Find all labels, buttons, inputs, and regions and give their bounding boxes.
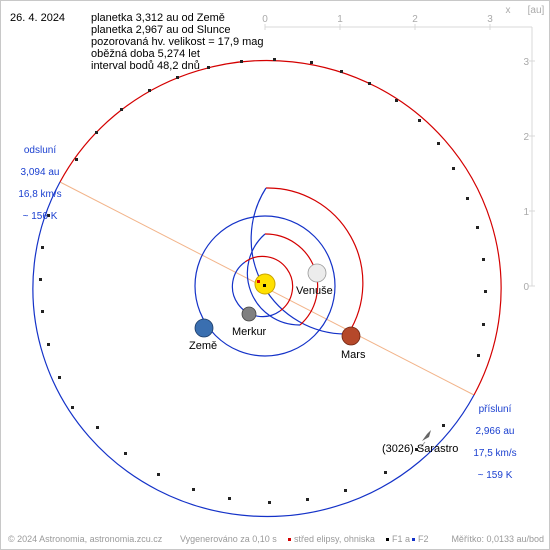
aphelion-label: odsluní 3,094 au 16,8 km/s ~ 156 K [10,134,70,233]
legend-center-swatch [288,538,291,541]
info-line: planetka 2,967 au od Slunce [91,24,231,36]
focus-marker [263,284,266,287]
y-tick-label: 0 [523,282,529,293]
earth-planet [194,318,214,338]
mercury-planet [241,306,257,322]
info-line: pozorovaná hv. velikost = 17,9 mag [91,36,264,48]
earth-label: Země [189,340,217,352]
aphelion-speed: 16,8 km/s [18,189,62,200]
info-line: oběžná doba 5,274 let [91,48,200,60]
perihelion-label: přísluní 2,966 au 17,5 km/s ~ 159 K [462,393,528,492]
footer-legend-f2: F2 [418,534,429,544]
asteroid-orbit-above [59,59,502,396]
footer-legend-f1: F1 a [392,534,411,544]
date-label: 26. 4. 2024 [10,12,66,24]
orbit-point-markers [39,58,487,504]
mercury-label: Merkur [232,326,267,338]
ellipse-center-marker [257,280,260,283]
asteroid-label: (3026) Sarastro [382,443,458,455]
venus-orbit-below [246,233,301,326]
footer-generated: Vygenerováno za 0,10 s [180,534,277,544]
y-tick-label: 3 [523,57,529,68]
asteroid-pointer [420,441,426,448]
earth-orbit [194,215,336,357]
mercury-orbit-below [231,261,281,318]
unit-label: [au] [528,5,545,16]
y-axis-ticks [529,60,535,287]
footer-copyright: © 2024 Astronomia, astronomia.zcu.cz [8,534,163,544]
perihelion-title: přísluní [478,404,512,415]
aphelion-title: odsluní [23,145,57,156]
perihelion-speed: 17,5 km/s [473,448,517,459]
x-tick-label: 3 [487,14,493,25]
mercury-orbit-above [244,255,294,312]
x-tick-label: 2 [412,14,418,25]
x-tick-label: 0 [262,14,268,25]
mars-planet [341,326,361,346]
footer-scale: Měřítko: 0,0133 au/bod [451,534,544,544]
x-axis-ticks [264,24,491,30]
perihelion-temp: ~ 159 K [477,470,513,481]
legend-f2-swatch [412,538,415,541]
legend-f1-swatch [386,538,389,541]
asteroid-orbit-below [32,181,475,518]
asteroid-icon [422,430,431,441]
x-tick-label: 1 [337,14,343,25]
info-line: planetka 3,312 au od Země [91,12,225,24]
venus-planet [307,263,327,283]
venus-label: Venuše [296,285,333,297]
aphelion-distance: 3,094 au [20,167,60,178]
footer-legend-center: střed elipsy, ohniska [294,534,375,544]
y-tick-label: 2 [523,132,529,143]
mars-label: Mars [341,349,366,361]
perihelion-distance: 2,966 au [475,426,515,437]
aphelion-temp: ~ 156 K [22,211,58,222]
y-tick-label: 1 [523,207,529,218]
info-line: interval bodů 48,2 dnů [91,60,200,72]
info-panel: planetka 3,312 au od Země planetka 2,967… [91,12,264,72]
mars-orbit-above [265,187,364,335]
x-axis-label: x [506,5,511,16]
